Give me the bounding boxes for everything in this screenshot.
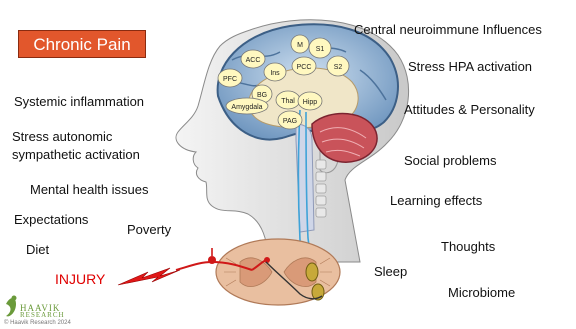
region-s2-label: S2 (334, 64, 343, 71)
dorsal-root-ganglion (306, 263, 318, 281)
label-social-problems: Social problems (404, 153, 497, 168)
label-learning-effects: Learning effects (390, 193, 482, 208)
region-m-label: M (297, 42, 303, 49)
label-stress-autonomic-line1: Stress autonomic (12, 129, 112, 144)
region-ins-label: Ins (270, 70, 280, 77)
region-thal-label: Thal (281, 98, 295, 105)
label-stress-hpa: Stress HPA activation (408, 59, 532, 74)
label-systemic-inflammation: Systemic inflammation (14, 94, 144, 109)
label-thoughts: Thoughts (441, 239, 495, 254)
vertebrae (316, 160, 326, 217)
label-poverty: Poverty (127, 222, 171, 237)
label-mental-health: Mental health issues (30, 182, 149, 197)
label-diet: Diet (26, 242, 49, 257)
logo-sub: RESEARCH (20, 311, 65, 319)
label-microbiome: Microbiome (448, 285, 515, 300)
region-s1-label: S1 (316, 46, 325, 53)
copyright: © Haavik Research 2024 (4, 320, 71, 326)
label-attitudes-personality: Attitudes & Personality (404, 102, 535, 117)
injury-label: INJURY (55, 271, 105, 287)
injury-bolt-icon (118, 268, 180, 285)
region-acc-label: ACC (246, 57, 261, 64)
title-box: Chronic Pain (18, 30, 146, 58)
region-amygdala-label: Amygdala (231, 104, 262, 111)
label-stress-autonomic-line2: sympathetic activation (12, 147, 140, 162)
label-expectations: Expectations (14, 212, 88, 227)
logo-mark-icon (6, 296, 17, 317)
label-sleep: Sleep (374, 264, 407, 279)
region-pfc-label: PFC (223, 76, 237, 83)
page-title: Chronic Pain (19, 35, 145, 55)
region-hipp-label: Hipp (303, 99, 318, 106)
label-central-neuroimmune: Central neuroimmune Influences (354, 22, 542, 37)
region-pag-label: PAG (283, 118, 297, 125)
region-pcc-label: PCC (297, 64, 312, 71)
nociceptor-cell-body (208, 256, 216, 264)
region-bg-label: BG (257, 92, 267, 99)
